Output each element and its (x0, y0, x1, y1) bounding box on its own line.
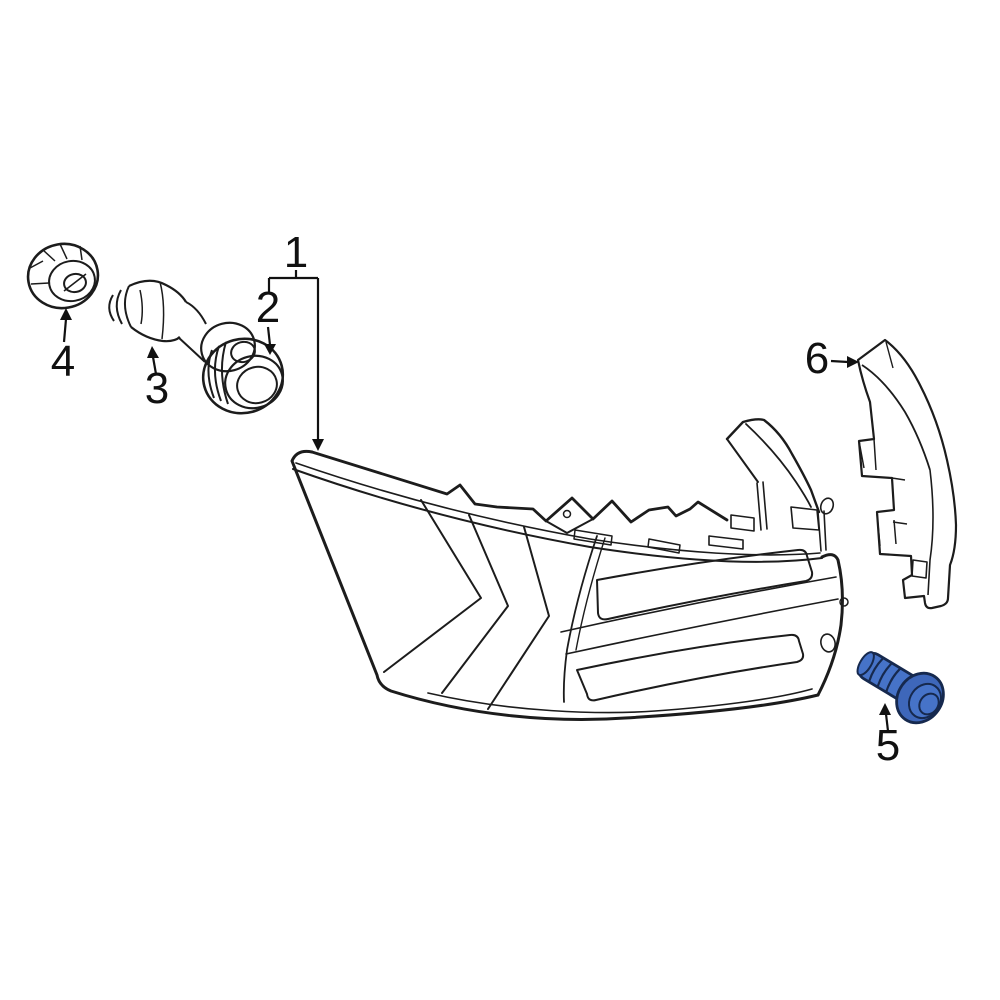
callout-1: 1 (267, 228, 324, 451)
mounting-bracket-drawing (856, 338, 958, 610)
bulb-socket-cap-drawing (201, 337, 285, 415)
callout-6-label: 6 (805, 334, 829, 383)
callout-2-label: 2 (256, 283, 280, 332)
callout-3: 3 (145, 346, 169, 413)
callout-6-line (830, 359, 849, 364)
callout-6-arrowhead (847, 356, 859, 368)
callout-2-arrowhead (264, 344, 276, 355)
callout-5-line (884, 713, 890, 732)
callout-2-line (266, 326, 272, 346)
tail-lamp-assembly-drawing (290, 418, 849, 722)
callout-1-label: 1 (284, 228, 308, 277)
screw-drawing (856, 651, 945, 725)
callout-2: 2 (256, 283, 280, 355)
callout-3-label: 3 (145, 364, 169, 413)
callout-3-line (151, 356, 158, 375)
callout-4-label: 4 (51, 337, 75, 386)
callout-4-arrowhead (60, 308, 72, 320)
callout-5: 5 (876, 703, 900, 770)
callout-5-arrowhead (879, 703, 891, 715)
callout-4-line (62, 318, 68, 343)
nut-drawing (26, 242, 100, 310)
callout-4: 4 (51, 308, 75, 386)
callout-6: 6 (805, 334, 859, 383)
callout-1-bracket (267, 270, 320, 441)
callout-3-arrowhead (147, 346, 159, 358)
callout-1-arrowhead (312, 439, 324, 451)
bulb-drawing (108, 279, 256, 373)
